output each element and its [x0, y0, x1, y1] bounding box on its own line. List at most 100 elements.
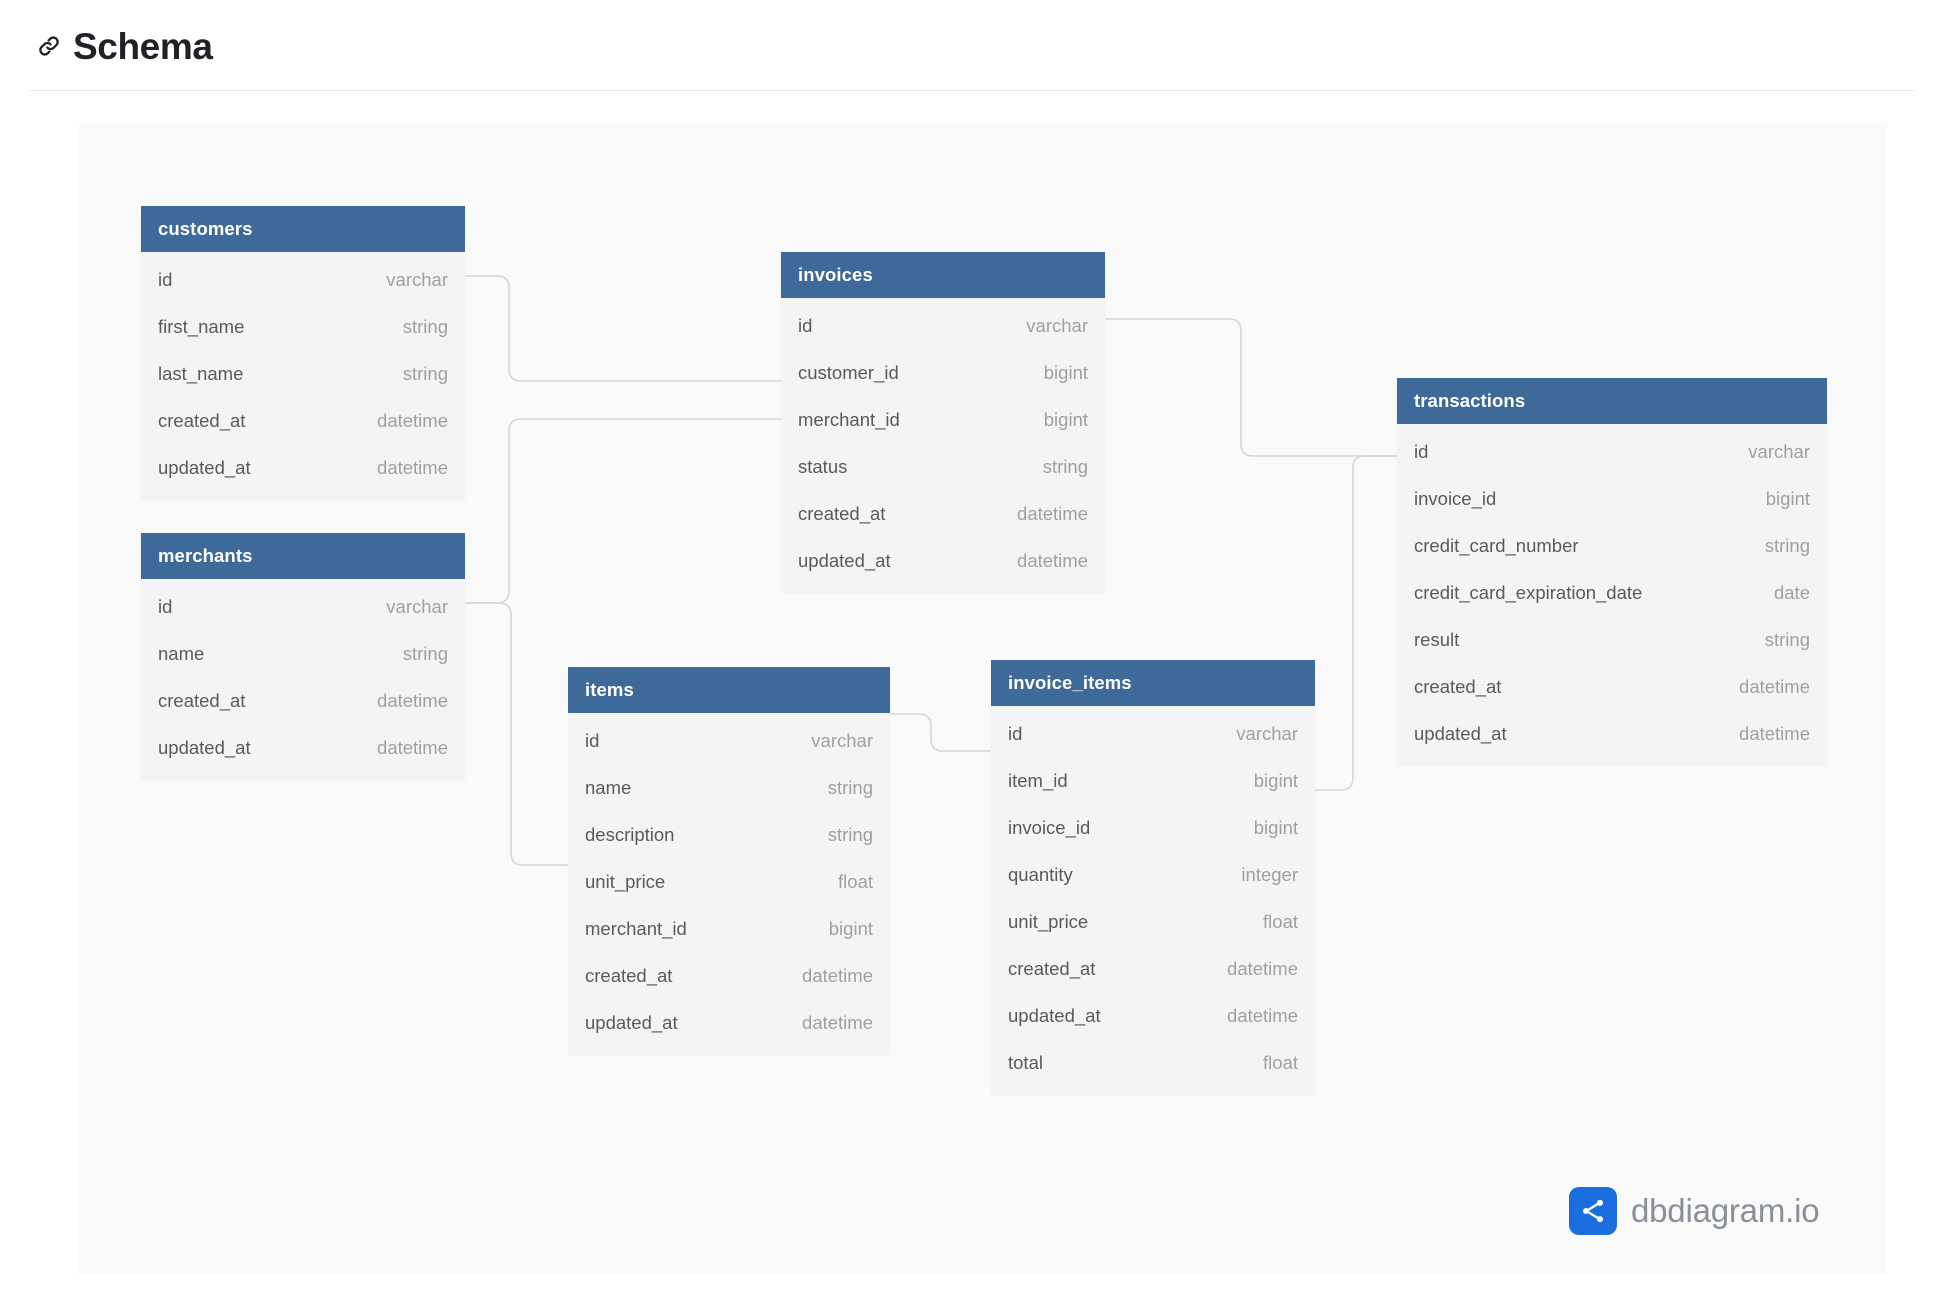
table-row[interactable]: merchant_id bigint — [568, 905, 890, 952]
field-name: customer_id — [798, 361, 899, 383]
table-merchants[interactable]: merchants id varchar name string created… — [141, 533, 465, 779]
field-type: datetime — [802, 1011, 873, 1033]
table-header[interactable]: transactions — [1397, 378, 1827, 424]
diagram-canvas[interactable]: customers id varchar first_name string l… — [79, 124, 1887, 1274]
table-row[interactable]: updated_at datetime — [1397, 710, 1827, 757]
field-type: datetime — [377, 456, 448, 478]
field-type: string — [827, 776, 873, 798]
table-items[interactable]: items id varchar name string description… — [568, 667, 890, 1054]
table-row[interactable]: item_id bigint — [991, 757, 1315, 804]
table-header[interactable]: customers — [141, 206, 465, 252]
page-title: Schema — [73, 25, 213, 67]
table-row[interactable]: name string — [141, 630, 465, 677]
field-type: string — [402, 315, 448, 337]
table-row[interactable]: total float — [991, 1039, 1315, 1086]
table-row[interactable]: status string — [781, 443, 1105, 490]
field-type: float — [838, 870, 873, 892]
field-type: float — [1263, 1051, 1298, 1073]
table-row[interactable]: updated_at datetime — [991, 992, 1315, 1039]
table-invoices[interactable]: invoices id varchar customer_id bigint m… — [781, 252, 1105, 592]
link-icon[interactable] — [36, 33, 62, 59]
table-row[interactable]: updated_at datetime — [781, 537, 1105, 584]
table-row[interactable]: created_at datetime — [1397, 663, 1827, 710]
table-title: invoice_items — [1008, 672, 1132, 693]
field-name: id — [158, 595, 173, 617]
field-type: bigint — [1253, 769, 1298, 791]
field-type: datetime — [1017, 502, 1088, 524]
field-type: bigint — [1253, 816, 1298, 838]
field-name: status — [798, 455, 848, 477]
table-header[interactable]: items — [568, 667, 890, 713]
table-row[interactable]: id varchar — [1397, 428, 1827, 475]
field-type: varchar — [386, 595, 448, 617]
table-row[interactable]: created_at datetime — [991, 945, 1315, 992]
dbdiagram-logo[interactable]: dbdiagram.io — [1569, 1187, 1820, 1235]
field-name: description — [585, 823, 675, 845]
table-row[interactable]: updated_at datetime — [141, 444, 465, 491]
table-row[interactable]: quantity integer — [991, 851, 1315, 898]
table-title: merchants — [158, 545, 253, 566]
table-row[interactable]: id varchar — [568, 717, 890, 764]
table-row[interactable]: invoice_id bigint — [1397, 475, 1827, 522]
field-name: invoice_id — [1414, 487, 1497, 509]
table-row[interactable]: unit_price float — [568, 858, 890, 905]
field-name: name — [585, 776, 632, 798]
table-row[interactable]: credit_card_expiration_date date — [1397, 569, 1827, 616]
table-row[interactable]: result string — [1397, 616, 1827, 663]
table-row[interactable]: name string — [568, 764, 890, 811]
field-name: created_at — [585, 964, 673, 986]
table-row[interactable]: credit_card_number string — [1397, 522, 1827, 569]
table-row[interactable]: description string — [568, 811, 890, 858]
table-body: id varchar customer_id bigint merchant_i… — [781, 298, 1105, 592]
table-row[interactable]: first_name string — [141, 303, 465, 350]
field-type: string — [402, 362, 448, 384]
table-row[interactable]: unit_price float — [991, 898, 1315, 945]
field-name: last_name — [158, 362, 244, 384]
table-row[interactable]: created_at datetime — [568, 952, 890, 999]
table-row[interactable]: created_at datetime — [141, 397, 465, 444]
table-header[interactable]: invoice_items — [991, 660, 1315, 706]
field-name: item_id — [1008, 769, 1068, 791]
table-row[interactable]: created_at datetime — [781, 490, 1105, 537]
connector-merchants-items — [465, 602, 568, 866]
table-header[interactable]: invoices — [781, 252, 1105, 298]
field-name: first_name — [158, 315, 245, 337]
header-divider — [30, 90, 1914, 91]
table-title: items — [585, 679, 634, 700]
table-body: id varchar first_name string last_name s… — [141, 252, 465, 499]
table-title: invoices — [798, 264, 873, 285]
field-name: created_at — [158, 409, 246, 431]
field-type: datetime — [377, 409, 448, 431]
field-name: name — [158, 642, 205, 664]
field-type: date — [1773, 581, 1810, 603]
table-row[interactable]: id varchar — [991, 710, 1315, 757]
field-type: bigint — [1043, 361, 1088, 383]
table-row[interactable]: updated_at datetime — [568, 999, 890, 1046]
field-name: quantity — [1008, 863, 1073, 885]
field-type: varchar — [1236, 722, 1298, 744]
table-row[interactable]: customer_id bigint — [781, 349, 1105, 396]
field-name: merchant_id — [798, 408, 900, 430]
field-type: datetime — [377, 689, 448, 711]
field-name: credit_card_expiration_date — [1414, 581, 1643, 603]
table-title: transactions — [1414, 390, 1526, 411]
table-row[interactable]: last_name string — [141, 350, 465, 397]
field-name: updated_at — [158, 456, 251, 478]
table-row[interactable]: invoice_id bigint — [991, 804, 1315, 851]
table-row[interactable]: id varchar — [141, 583, 465, 630]
table-row[interactable]: id varchar — [781, 302, 1105, 349]
field-name: updated_at — [798, 549, 891, 571]
table-row[interactable]: merchant_id bigint — [781, 396, 1105, 443]
table-transactions[interactable]: transactions id varchar invoice_id bigin… — [1397, 378, 1827, 765]
table-row[interactable]: id varchar — [141, 256, 465, 303]
table-row[interactable]: updated_at datetime — [141, 724, 465, 771]
table-customers[interactable]: customers id varchar first_name string l… — [141, 206, 465, 499]
field-name: total — [1008, 1051, 1043, 1073]
table-header[interactable]: merchants — [141, 533, 465, 579]
field-name: updated_at — [585, 1011, 678, 1033]
field-type: string — [402, 642, 448, 664]
table-row[interactable]: created_at datetime — [141, 677, 465, 724]
connector-items-invoiceitems — [890, 713, 991, 752]
table-invoice-items[interactable]: invoice_items id varchar item_id bigint … — [991, 660, 1315, 1094]
field-type: bigint — [828, 917, 873, 939]
